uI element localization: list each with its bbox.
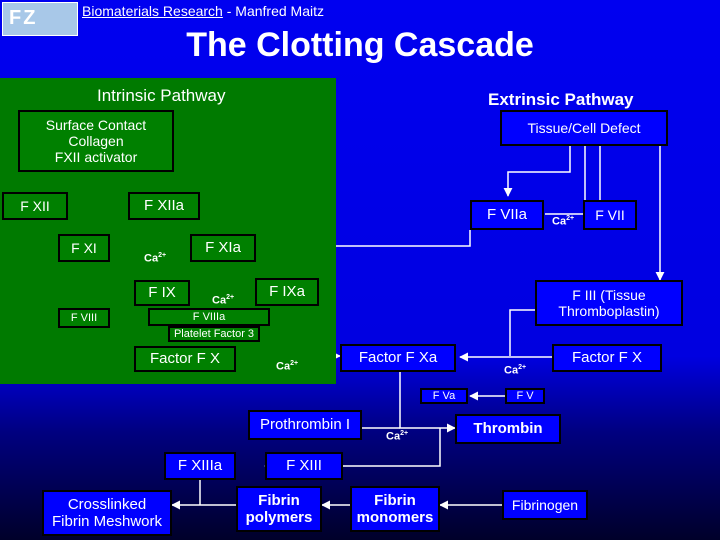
calcium-fxia: Ca2+ — [144, 252, 167, 265]
node-fxa: Factor F Xa — [340, 344, 456, 372]
node-fv: F V — [505, 388, 545, 404]
node-fxia: F XIa — [190, 234, 256, 262]
node-fxii: F XII — [2, 192, 68, 220]
intrinsic-label: Intrinsic Pathway — [97, 86, 226, 105]
node-fiii: F III (Tissue Thromboplastin) — [535, 280, 683, 326]
calcium-fxa-extrinsic: Ca2+ — [504, 364, 527, 377]
node-fibrin-polymers: Fibrin polymers — [236, 486, 322, 532]
node-fx-intrinsic: Factor F X — [134, 346, 236, 372]
node-fvii: F VII — [583, 200, 637, 230]
author-name: Manfred Maitz — [235, 3, 324, 19]
node-fx-extrinsic: Factor F X — [552, 344, 662, 372]
page-title: The Clotting Cascade — [186, 26, 534, 64]
institute-logo: FZ — [2, 2, 78, 36]
node-fva: F Va — [420, 388, 468, 404]
node-fviiia: F VIIIa — [148, 308, 270, 326]
node-fix: F IX — [134, 280, 190, 306]
node-tissue-defect: Tissue/Cell Defect — [500, 110, 668, 146]
node-fixa: F IXa — [255, 278, 319, 306]
arrow-tissue-to-fviia — [503, 146, 571, 197]
extrinsic-label: Extrinsic Pathway — [488, 90, 634, 109]
node-fxiii: F XIII — [265, 452, 343, 480]
node-fxiia: F XIIa — [128, 192, 200, 220]
node-fibrinogen: Fibrinogen — [502, 490, 588, 520]
node-fxiiia: F XIIIa — [164, 452, 236, 480]
node-platelet-factor-3: Platelet Factor 3 — [168, 326, 260, 342]
node-fviii: F VIII — [58, 308, 110, 328]
calcium-thrombin: Ca2+ — [386, 430, 409, 443]
header-credit: Biomaterials Research - Manfred Maitz — [82, 3, 324, 19]
org-link[interactable]: Biomaterials Research — [82, 3, 223, 19]
logo-text: FZ — [9, 7, 38, 29]
node-fxi: F XI — [58, 234, 110, 262]
calcium-fxa-intrinsic: Ca2+ — [276, 360, 299, 373]
node-surface-contact: Surface Contact Collagen FXII activator — [18, 110, 174, 172]
node-prothrombin: Prothrombin I — [248, 410, 362, 440]
calcium-fixa: Ca2+ — [212, 294, 235, 307]
calcium-fvii: Ca2+ — [552, 215, 575, 228]
node-thrombin: Thrombin — [455, 414, 561, 444]
node-crosslinked-fibrin: Crosslinked Fibrin Meshwork — [42, 490, 172, 536]
node-fviia: F VIIa — [470, 200, 544, 230]
node-fibrin-monomers: Fibrin monomers — [350, 486, 440, 532]
